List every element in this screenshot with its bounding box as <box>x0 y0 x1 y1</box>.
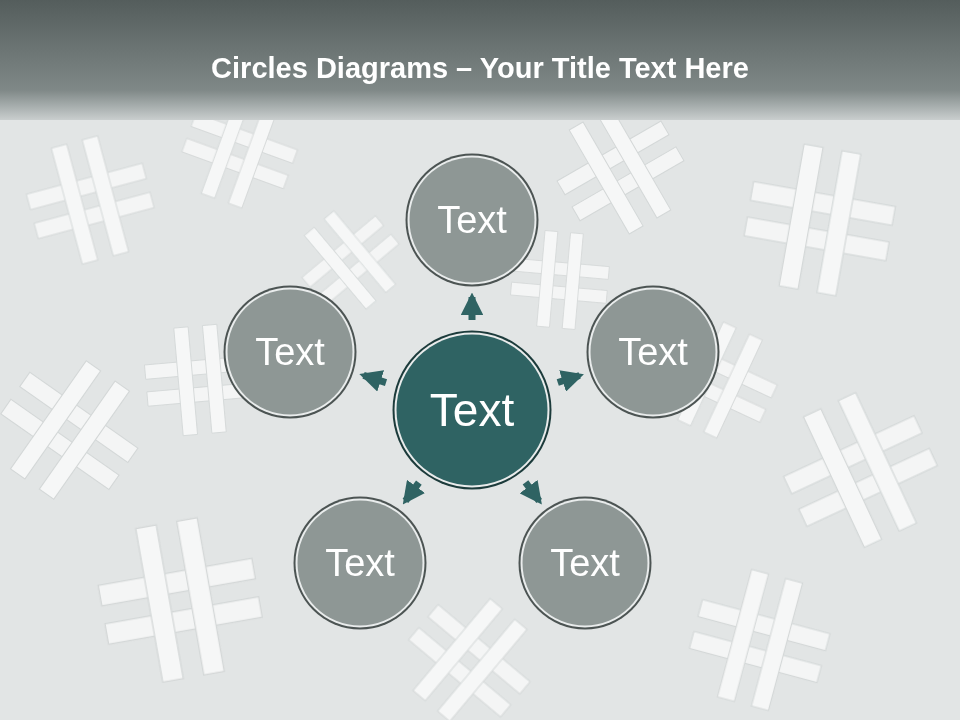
slide-title: Circles Diagrams – Your Title Text Here <box>0 52 960 85</box>
arrow-connector <box>469 297 476 320</box>
node-text: Text <box>391 383 553 437</box>
arrow-connector <box>558 376 580 383</box>
outer-circle: Text <box>517 495 653 631</box>
header-bar <box>0 0 960 120</box>
center-circle: Text <box>391 329 553 491</box>
outer-circle: Text <box>292 495 428 631</box>
node-text: Text <box>517 542 653 585</box>
node-text: Text <box>585 331 721 374</box>
node-text: Text <box>404 199 540 242</box>
outer-circle: Text <box>222 284 358 420</box>
node-text: Text <box>292 542 428 585</box>
node-text: Text <box>222 331 358 374</box>
arrow-connector <box>526 482 540 501</box>
hash-pattern <box>0 81 956 720</box>
outer-circle: Text <box>404 152 540 288</box>
arrow-connector <box>405 483 418 501</box>
outer-circle: Text <box>585 284 721 420</box>
arrow-connector <box>364 375 386 382</box>
